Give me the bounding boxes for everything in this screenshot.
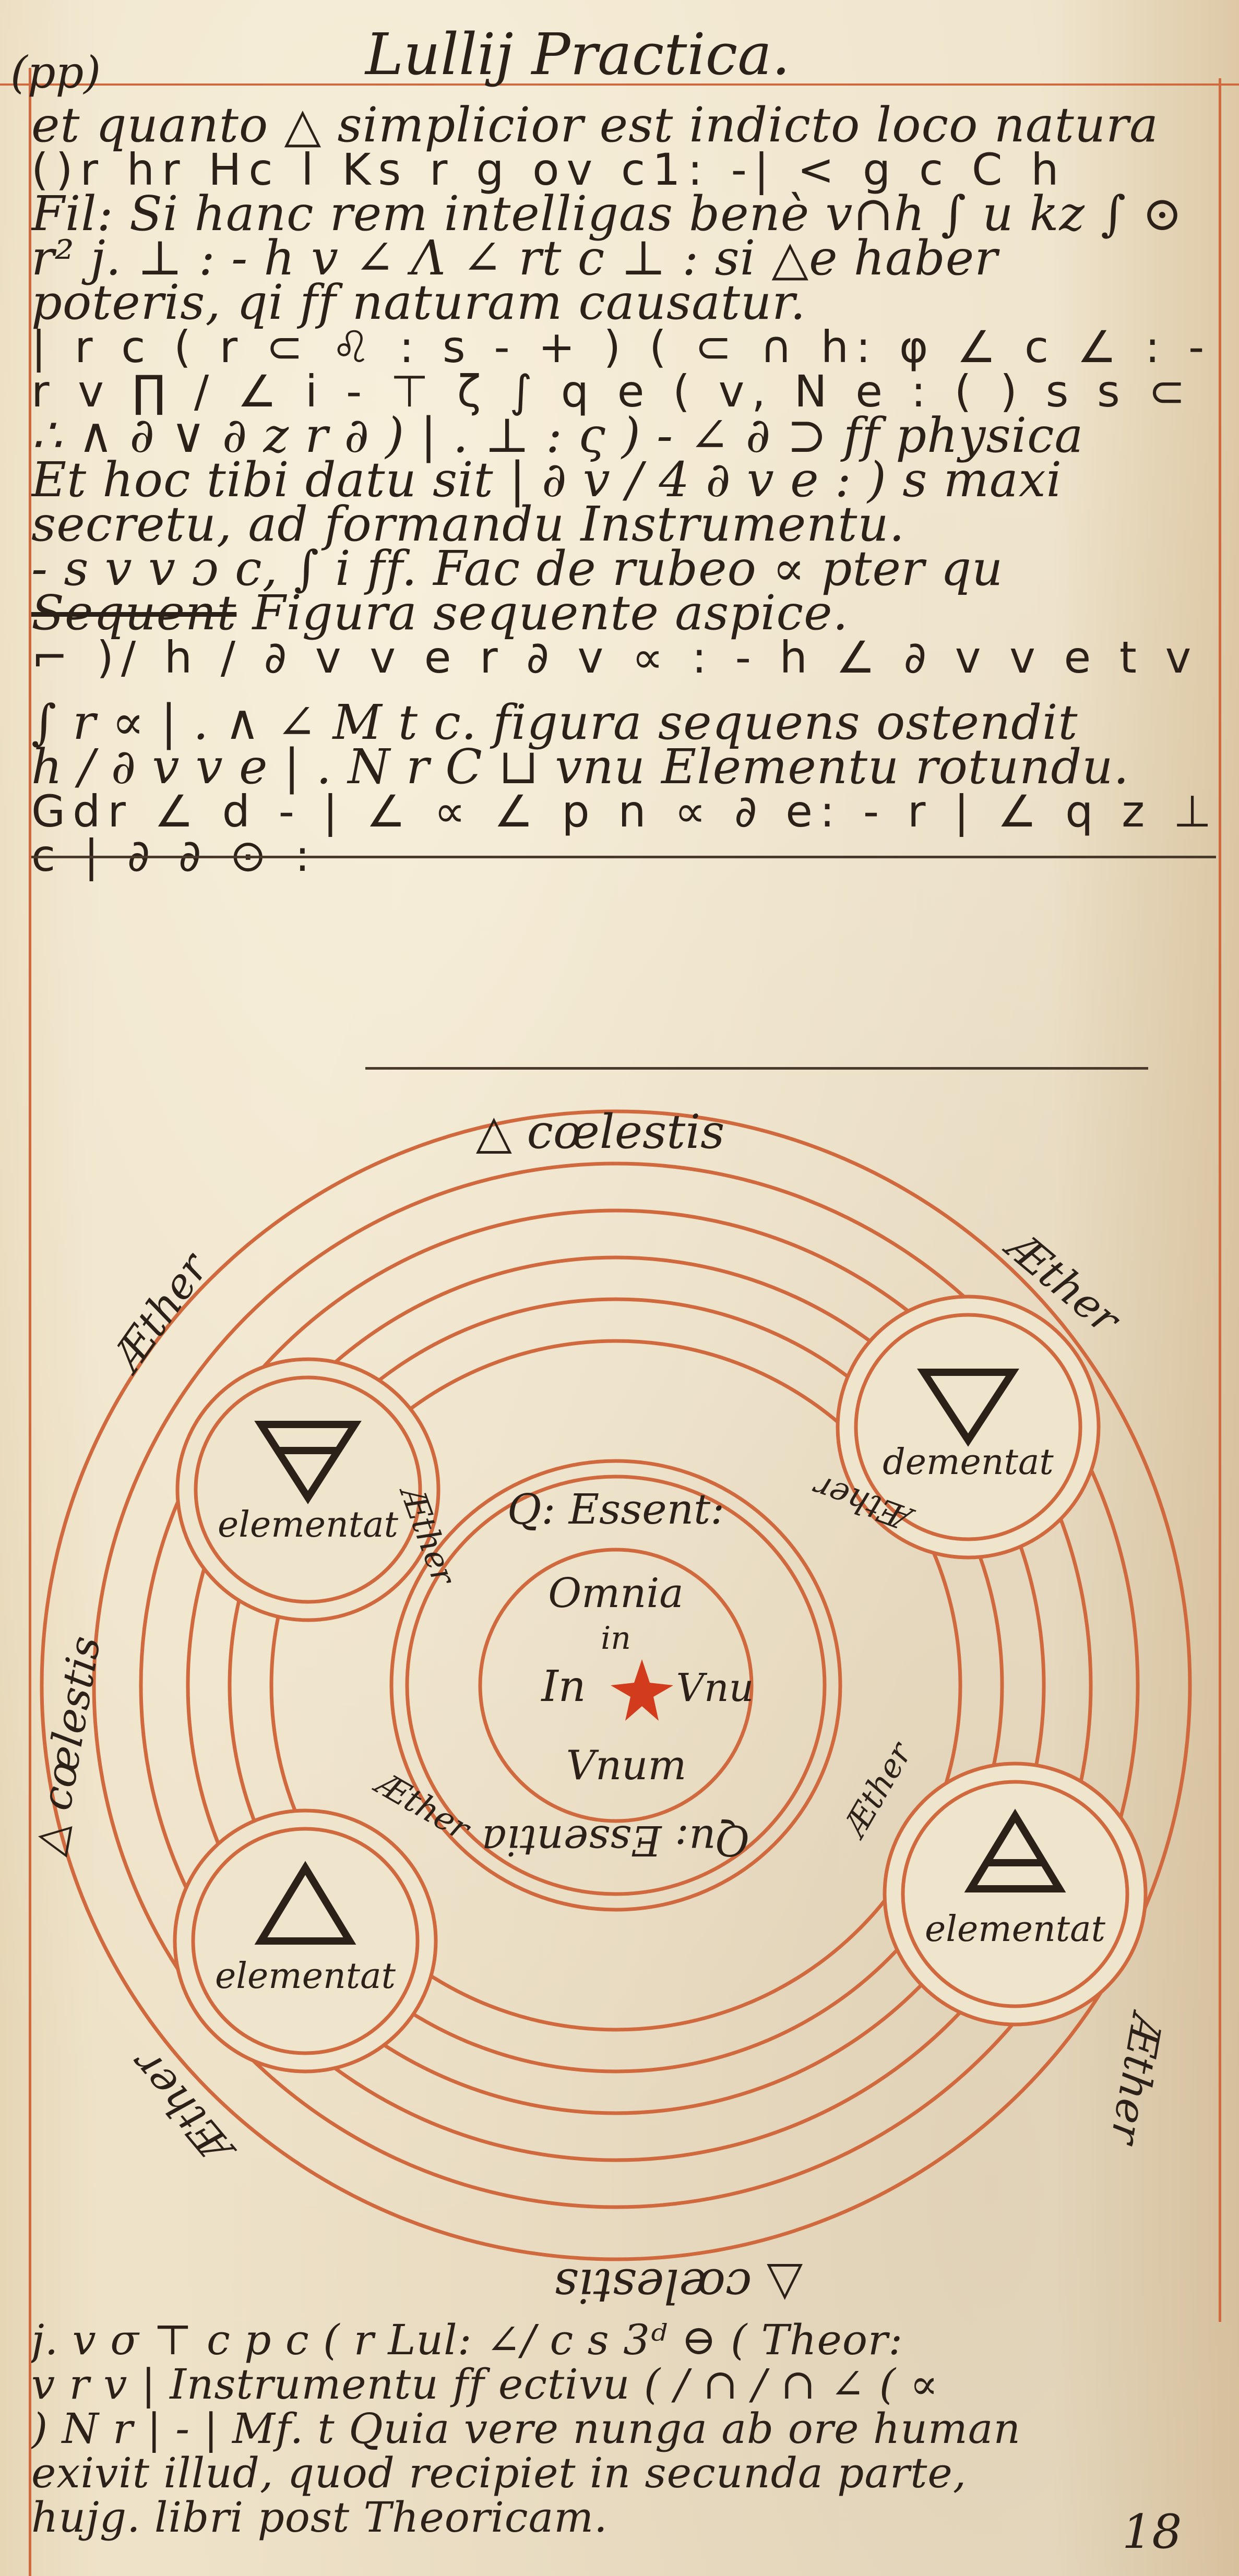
footer-line: hujg. libri post Theoricam.	[31, 2493, 608, 2542]
manuscript-line: | r c ( r ⊂ ♌ : s - + ) ( ⊂ ∩ h: φ ∠ c ∠…	[31, 321, 1211, 373]
center-word-vnum: Vnum	[566, 1742, 687, 1789]
center-word-in-left: In	[540, 1662, 586, 1711]
margin-rule-left	[29, 68, 31, 2576]
center-word-omnia: Omnia	[548, 1570, 684, 1617]
page-marker: (pp)	[10, 47, 101, 98]
quintessence-label-top: Q: Essent:	[507, 1485, 724, 1533]
manuscript-line: - s v v ɔ c, ∫ i ff. Fac de rubeo ∝ pter…	[31, 541, 1004, 596]
celestial-label-bottom: △ cœlestis	[554, 2258, 803, 2313]
air-icon	[254, 1421, 362, 1504]
element-symbols	[254, 1369, 1066, 1945]
manuscript-line: ()r hr Hc l Ks r g ov c1: -| < g c C h	[31, 144, 1066, 195]
manuscript-line: poteris, qi ff naturam causatur.	[31, 274, 806, 330]
element-circle-top-left-inner	[194, 1375, 422, 1604]
struck-word: Sequent	[31, 585, 237, 641]
element-circle-bottom-right-inner	[901, 1780, 1129, 2008]
manuscript-line: et quanto △ simplicior est indicto loco …	[31, 97, 1159, 153]
manuscript-line: ⌐ )/ h / ∂ v v e r ∂ v ∝ : - h ∠ ∂ v v e…	[31, 632, 1211, 683]
manuscript-line: h / ∂ v v e | . N r C ⊔ vnu Elementu rot…	[31, 739, 1129, 795]
ring-outer	[40, 1109, 1192, 2261]
manuscript-line: Et hoc tibi datu sit | ∂ v / 4 ∂ v e : )…	[31, 452, 1063, 508]
fire-icon	[254, 1861, 356, 1945]
manuscript-line: r v ∏ / ∠ i - ⊤ ζ ∫ q e ( v, N e : ( ) s…	[31, 366, 1211, 417]
manuscript-line: ∫ r ∝ | . ∧ ∠ M t c. figura sequens oste…	[31, 694, 1078, 750]
element-label: elementat	[215, 1956, 396, 1997]
element-label: elementat	[925, 1909, 1106, 1950]
element-label: dementat	[883, 1442, 1054, 1483]
margin-rule-right	[1219, 78, 1221, 2322]
element-label: elementat	[218, 1504, 399, 1545]
footer-line: ) N r | - | Mf. t Quia vere nunga ab ore…	[31, 2404, 1021, 2453]
ring-center-2	[405, 1475, 827, 1896]
manuscript-line: secretu, ad formandu Instrumentu.	[31, 496, 905, 552]
manuscript-line: Gdr ∠ d - | ∠ ∝ ∠ p n ∝ ∂ e: - r | ∠ q z…	[31, 786, 1211, 837]
center-word-vnu: Vnu	[676, 1666, 754, 1710]
ether-label: Æther	[1101, 2007, 1172, 2150]
element-circle-top-right-inner	[854, 1313, 1082, 1541]
star-icon	[611, 1659, 673, 1721]
element-labels: elementat dementat elementat elementat	[215, 1442, 1106, 1997]
water-icon	[917, 1369, 1019, 1447]
manuscript-line: ∴ ∧ ∂ ∨ ∂ z r ∂ ) | . ⊥ : ς ) - ∠ ∂ ⊃ ff…	[31, 408, 1084, 463]
footer-line: exivit illud, quod recipiet in secunda p…	[31, 2449, 967, 2497]
header-rule	[0, 83, 1239, 86]
celestial-label-top: △ cœlestis	[476, 1105, 725, 1159]
ring-3	[139, 1208, 1093, 2162]
diagram-separator-rule	[365, 1067, 1148, 1070]
manuscript-line: Fil: Si hanc rem intelligas benè v∩h ∫ u…	[31, 186, 1183, 242]
footer-line: j. v σ ⊤ c p c ( r Lul: ∠/ c s 3ᵈ ⊖ ( Th…	[31, 2316, 903, 2364]
ring-5	[228, 1297, 1004, 2074]
outer-rings	[40, 1109, 1192, 2261]
page-title: Lullij Practica.	[365, 21, 790, 88]
ring-6	[269, 1339, 962, 2032]
center-word-in: in	[601, 1620, 631, 1657]
ring-center-outer	[389, 1459, 842, 1912]
ring-center-inner	[478, 1548, 754, 1823]
manuscript-line: r² j. ⊥ : - h v ∠ Λ ∠ rt c ⊥ : si △e hab…	[31, 230, 998, 286]
manuscript-line: Sequent Figura sequente aspice.	[31, 585, 849, 641]
separator-rule	[31, 856, 1216, 858]
footer-line: v r v | Instrumentu ff ectivu ( / ∩ / ∩ …	[31, 2360, 939, 2409]
quintessence-label-bottom: Qu: Essentia	[482, 1816, 750, 1865]
ring-4	[186, 1255, 1046, 2115]
page-number: 18	[1122, 2505, 1182, 2559]
earth-icon	[964, 1808, 1066, 1892]
ether-label: Æther	[101, 1243, 219, 1382]
ring-2	[92, 1161, 1140, 2209]
